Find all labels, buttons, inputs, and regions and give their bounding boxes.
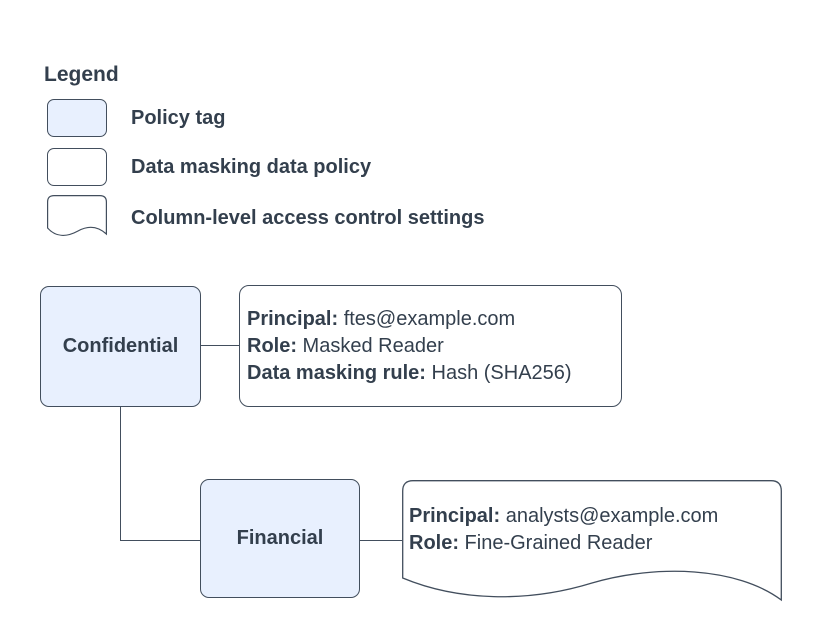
policy-field-principal-value: ftes@example.com [338, 307, 516, 330]
policy-field-role-value: Masked Reader [297, 334, 444, 357]
policy-tag-swatch-icon [47, 99, 107, 137]
document-swatch-icon [47, 195, 107, 236]
legend-label-policy-tag: Policy tag [131, 106, 226, 129]
node-confidential: Confidential [40, 286, 201, 407]
data-masking-policy-swatch-icon [47, 148, 107, 186]
policy-field-role: Role: Masked Reader [247, 333, 621, 360]
settings-field-principal-value: analysts@example.com [500, 505, 719, 527]
connector-confidential-to-financial-horizontal [120, 540, 200, 541]
policy-field-role-label: Role: [247, 334, 297, 357]
data-masking-policy-box: Principal: ftes@example.com Role: Masked… [239, 285, 622, 407]
column-access-settings-text: Principal: analysts@example.com Role: Fi… [409, 503, 779, 557]
settings-field-role: Role: Fine-Grained Reader [409, 530, 779, 557]
legend-title: Legend [44, 63, 119, 86]
column-access-settings-shape [402, 480, 782, 602]
policy-field-principal-label: Principal: [247, 307, 339, 330]
legend-label-column-level-access: Column-level access control settings [131, 206, 485, 229]
legend-item-data-masking-policy: Data masking data policy [47, 148, 371, 186]
connector-confidential-to-financial-vertical [120, 407, 121, 540]
policy-field-masking-rule-value: Hash (SHA256) [425, 361, 572, 384]
policy-field-masking-rule-label: Data masking rule: [247, 361, 426, 384]
settings-field-role-label: Role: [409, 532, 459, 554]
connector-financial-to-settings [360, 540, 402, 541]
settings-field-principal: Principal: analysts@example.com [409, 503, 779, 530]
node-confidential-label: Confidential [62, 335, 179, 357]
policy-field-principal: Principal: ftes@example.com [247, 306, 621, 333]
legend-item-policy-tag: Policy tag [47, 99, 225, 137]
policy-field-masking-rule: Data masking rule: Hash (SHA256) [247, 360, 621, 387]
legend-label-data-masking-policy: Data masking data policy [131, 155, 372, 178]
settings-field-role-value: Fine-Grained Reader [459, 532, 653, 554]
node-financial: Financial [200, 479, 360, 598]
connector-confidential-to-policy [201, 345, 239, 346]
legend-item-column-level-access: Column-level access control settings [47, 195, 485, 240]
settings-field-principal-label: Principal: [409, 505, 501, 527]
node-financial-label: Financial [236, 527, 324, 549]
